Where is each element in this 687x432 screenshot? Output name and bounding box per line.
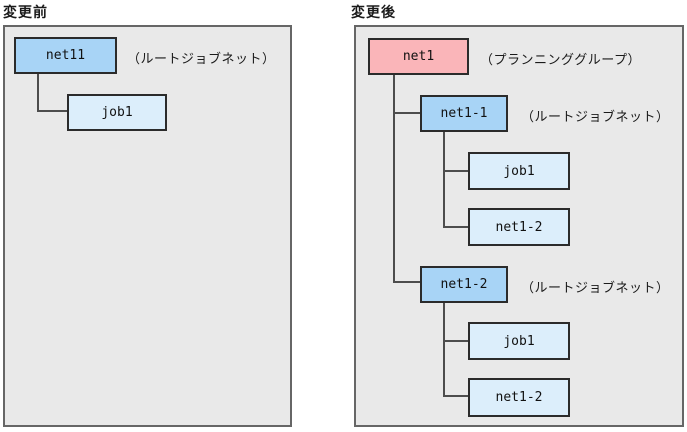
before-panel bbox=[3, 25, 292, 427]
before-title: 変更前 bbox=[3, 5, 48, 21]
after-jobnet1-child1-label: job1 bbox=[503, 163, 535, 179]
after-jobnet1-node: net1-1 bbox=[420, 95, 508, 132]
after-jobnet2-child1-label: job1 bbox=[503, 333, 535, 349]
after-jobnet2-annotation: （ルートジョブネット） bbox=[521, 281, 670, 296]
after-jobnet2-trunk-elbow bbox=[443, 303, 468, 397]
after-planning-group-label: net1 bbox=[402, 49, 435, 64]
before-root-jobnet-node: net11 bbox=[14, 37, 117, 74]
before-root-jobnet-label: net11 bbox=[45, 48, 86, 63]
after-jobnet1-trunk-elbow bbox=[443, 132, 468, 228]
after-jobnet2-label: net1-2 bbox=[440, 277, 488, 292]
after-jobnet1-branch-1 bbox=[443, 170, 468, 172]
after-planning-group-annotation: （プランニンググループ） bbox=[480, 53, 641, 68]
after-jobnet2-child1-node: job1 bbox=[468, 322, 570, 360]
after-planning-group-node: net1 bbox=[368, 38, 469, 75]
after-jobnet1-child1-node: job1 bbox=[468, 152, 570, 190]
after-jobnet1-label: net1-1 bbox=[440, 106, 488, 121]
before-connector-elbow bbox=[37, 74, 67, 112]
after-jobnet2-node: net1-2 bbox=[420, 266, 508, 303]
after-jobnet2-child2-node: net1-2 bbox=[468, 378, 570, 417]
after-jobnet1-annotation: （ルートジョブネット） bbox=[521, 110, 670, 125]
after-jobnet2-child2-label: net1-2 bbox=[495, 390, 543, 405]
after-jobnet1-child2-node: net1-2 bbox=[468, 208, 570, 246]
after-group-trunk-elbow bbox=[393, 75, 420, 283]
before-job-label: job1 bbox=[101, 105, 133, 120]
after-jobnet1-child2-label: net1-2 bbox=[495, 219, 543, 235]
after-jobnet2-branch-1 bbox=[443, 340, 468, 342]
after-title: 変更後 bbox=[351, 5, 396, 21]
before-root-annotation: （ルートジョブネット） bbox=[127, 52, 276, 67]
after-group-branch-1 bbox=[393, 112, 420, 114]
before-job-node: job1 bbox=[67, 94, 167, 131]
